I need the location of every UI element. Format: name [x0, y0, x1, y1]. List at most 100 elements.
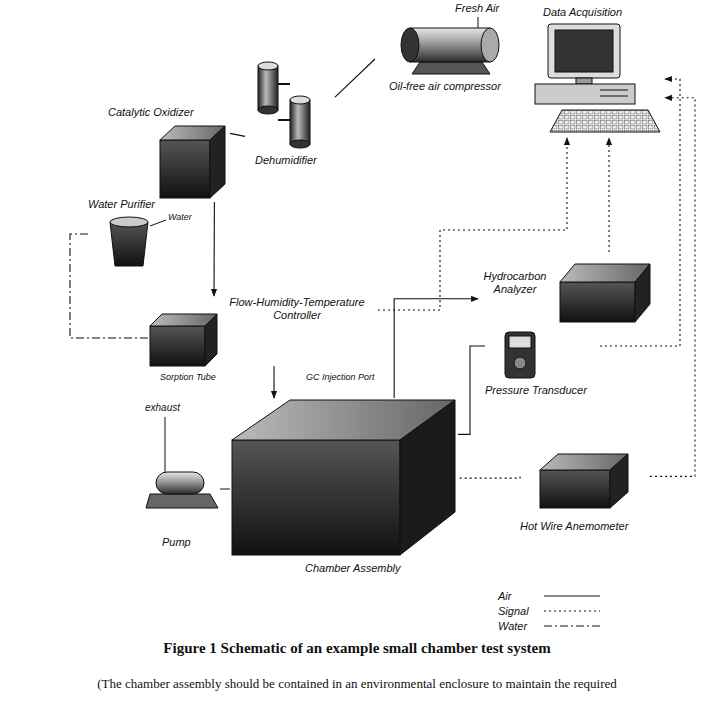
analyzer-drawing [560, 264, 650, 282]
component-label: Dehumidifier [255, 154, 317, 167]
water-purifier-drawing [110, 222, 148, 266]
air-compressor-drawing [478, 17, 479, 28]
legend-text: Signal [498, 605, 542, 617]
controller-drawing [150, 314, 217, 366]
computer-drawing [535, 84, 635, 104]
legend-text: Water [498, 620, 542, 632]
pressure-transducer-drawing [514, 357, 526, 369]
water-line [70, 234, 148, 338]
catalytic-oxidizer-drawing [160, 126, 225, 198]
component-label: Oil-free air compressor [389, 80, 501, 93]
signal-line [650, 98, 695, 477]
legend-line-sample [542, 606, 602, 616]
computer-drawing [550, 110, 660, 132]
chamber-node: Chamber Assembly [230, 398, 458, 580]
controller-drawing [150, 326, 205, 366]
air-compressor-drawing [401, 17, 499, 74]
computer-drawing [548, 24, 620, 78]
legend-line [544, 625, 600, 626]
water-purifier-drawing [150, 220, 166, 226]
analyzer-drawing [560, 264, 650, 322]
anemometer-drawing [540, 454, 628, 508]
figure-note: (The chamber assembly should be containe… [0, 676, 714, 692]
pressure-transducer-drawing [505, 332, 535, 378]
chamber-drawing [400, 400, 455, 555]
dehumidifier-drawing [258, 66, 278, 110]
pump-drawing [146, 494, 218, 508]
oxidizer-node: Catalytic Oxidizer [100, 104, 230, 202]
computer-drawing [535, 24, 660, 132]
air-compressor-drawing [412, 62, 490, 74]
component-label: Catalytic Oxidizer [108, 106, 194, 119]
controller-drawing [205, 314, 217, 366]
air-line [394, 299, 478, 398]
figure-caption: Figure 1 Schematic of an example small c… [0, 640, 714, 657]
legend-row: Signal [498, 603, 602, 618]
tube-label: Sorption Tube [160, 372, 216, 382]
computer-node: Data Acquisition [525, 4, 665, 138]
pump-drawing [146, 417, 218, 508]
pressure-transducer-drawing [505, 332, 535, 378]
component-label: Data Acquisition [543, 6, 622, 19]
air-line [273, 366, 274, 398]
water-inlet-label: Water [168, 212, 192, 222]
purifier-node: Water Purifier [88, 196, 170, 272]
air-line [220, 488, 230, 489]
legend-line [544, 595, 600, 596]
exhaust-label: exhaust [145, 402, 180, 413]
air-line [213, 202, 214, 296]
analyzer-node: Hydrocarbon Analyzer [478, 252, 653, 324]
pump-drawing [165, 417, 166, 474]
component-label: Chamber Assembly [305, 562, 401, 575]
computer-drawing [576, 78, 592, 84]
dehumidifier-drawing [278, 84, 290, 120]
pressure-transducer-drawing [509, 336, 531, 348]
signal-line [378, 138, 567, 310]
computer-drawing [600, 96, 628, 97]
transducer-node: Pressure Transducer [485, 328, 600, 400]
water-purifier-drawing [110, 217, 148, 227]
anemometer-drawing [540, 470, 610, 508]
pump-drawing [156, 472, 204, 494]
dehumidifier-drawing [290, 100, 310, 144]
water-purifier-drawing [110, 217, 166, 266]
legend-line [544, 610, 600, 611]
analyzer-drawing [635, 264, 650, 322]
component-label: Pump [162, 536, 191, 549]
port-label: GC Injection Port [306, 372, 375, 382]
analyzer-drawing [560, 282, 635, 322]
legend-line-sample [542, 621, 602, 631]
air-compressor-drawing [401, 28, 419, 62]
component-label: Water Purifier [88, 198, 155, 211]
legend-line-sample [542, 591, 602, 601]
dehumidifier-drawing [290, 96, 310, 104]
computer-drawing [600, 90, 628, 91]
dehumidifier-drawing [258, 62, 278, 70]
legend-row: Air [498, 588, 602, 603]
anemometer-node: Hot Wire Anemometer [520, 450, 650, 538]
compressor-node: Oil-free air compressor [375, 18, 525, 100]
air-line [230, 133, 245, 136]
component-label: Hot Wire Anemometer [520, 520, 628, 533]
signal-line [458, 476, 520, 478]
air-line [335, 59, 375, 97]
signal-line [608, 138, 609, 252]
anemometer-drawing [610, 454, 628, 508]
controller-node: Flow-Humidity-Temperature Controller [148, 296, 378, 366]
air-compressor-drawing [410, 28, 490, 62]
legend-text: Air [498, 590, 542, 602]
chamber-drawing [232, 400, 455, 555]
dehumidifier-drawing [290, 140, 310, 148]
dehumidifier-node: Dehumidifier [245, 58, 335, 170]
component-label: Flow-Humidity-Temperature Controller [218, 296, 376, 322]
pump-node: Pump [140, 460, 220, 552]
dehumidifier-drawing [258, 106, 278, 114]
catalytic-oxidizer-drawing [210, 126, 225, 198]
inlet-label: Fresh Air [455, 2, 499, 14]
chamber-drawing [232, 440, 400, 555]
air-compressor-drawing [481, 28, 499, 62]
dehumidifier-drawing [258, 62, 310, 148]
